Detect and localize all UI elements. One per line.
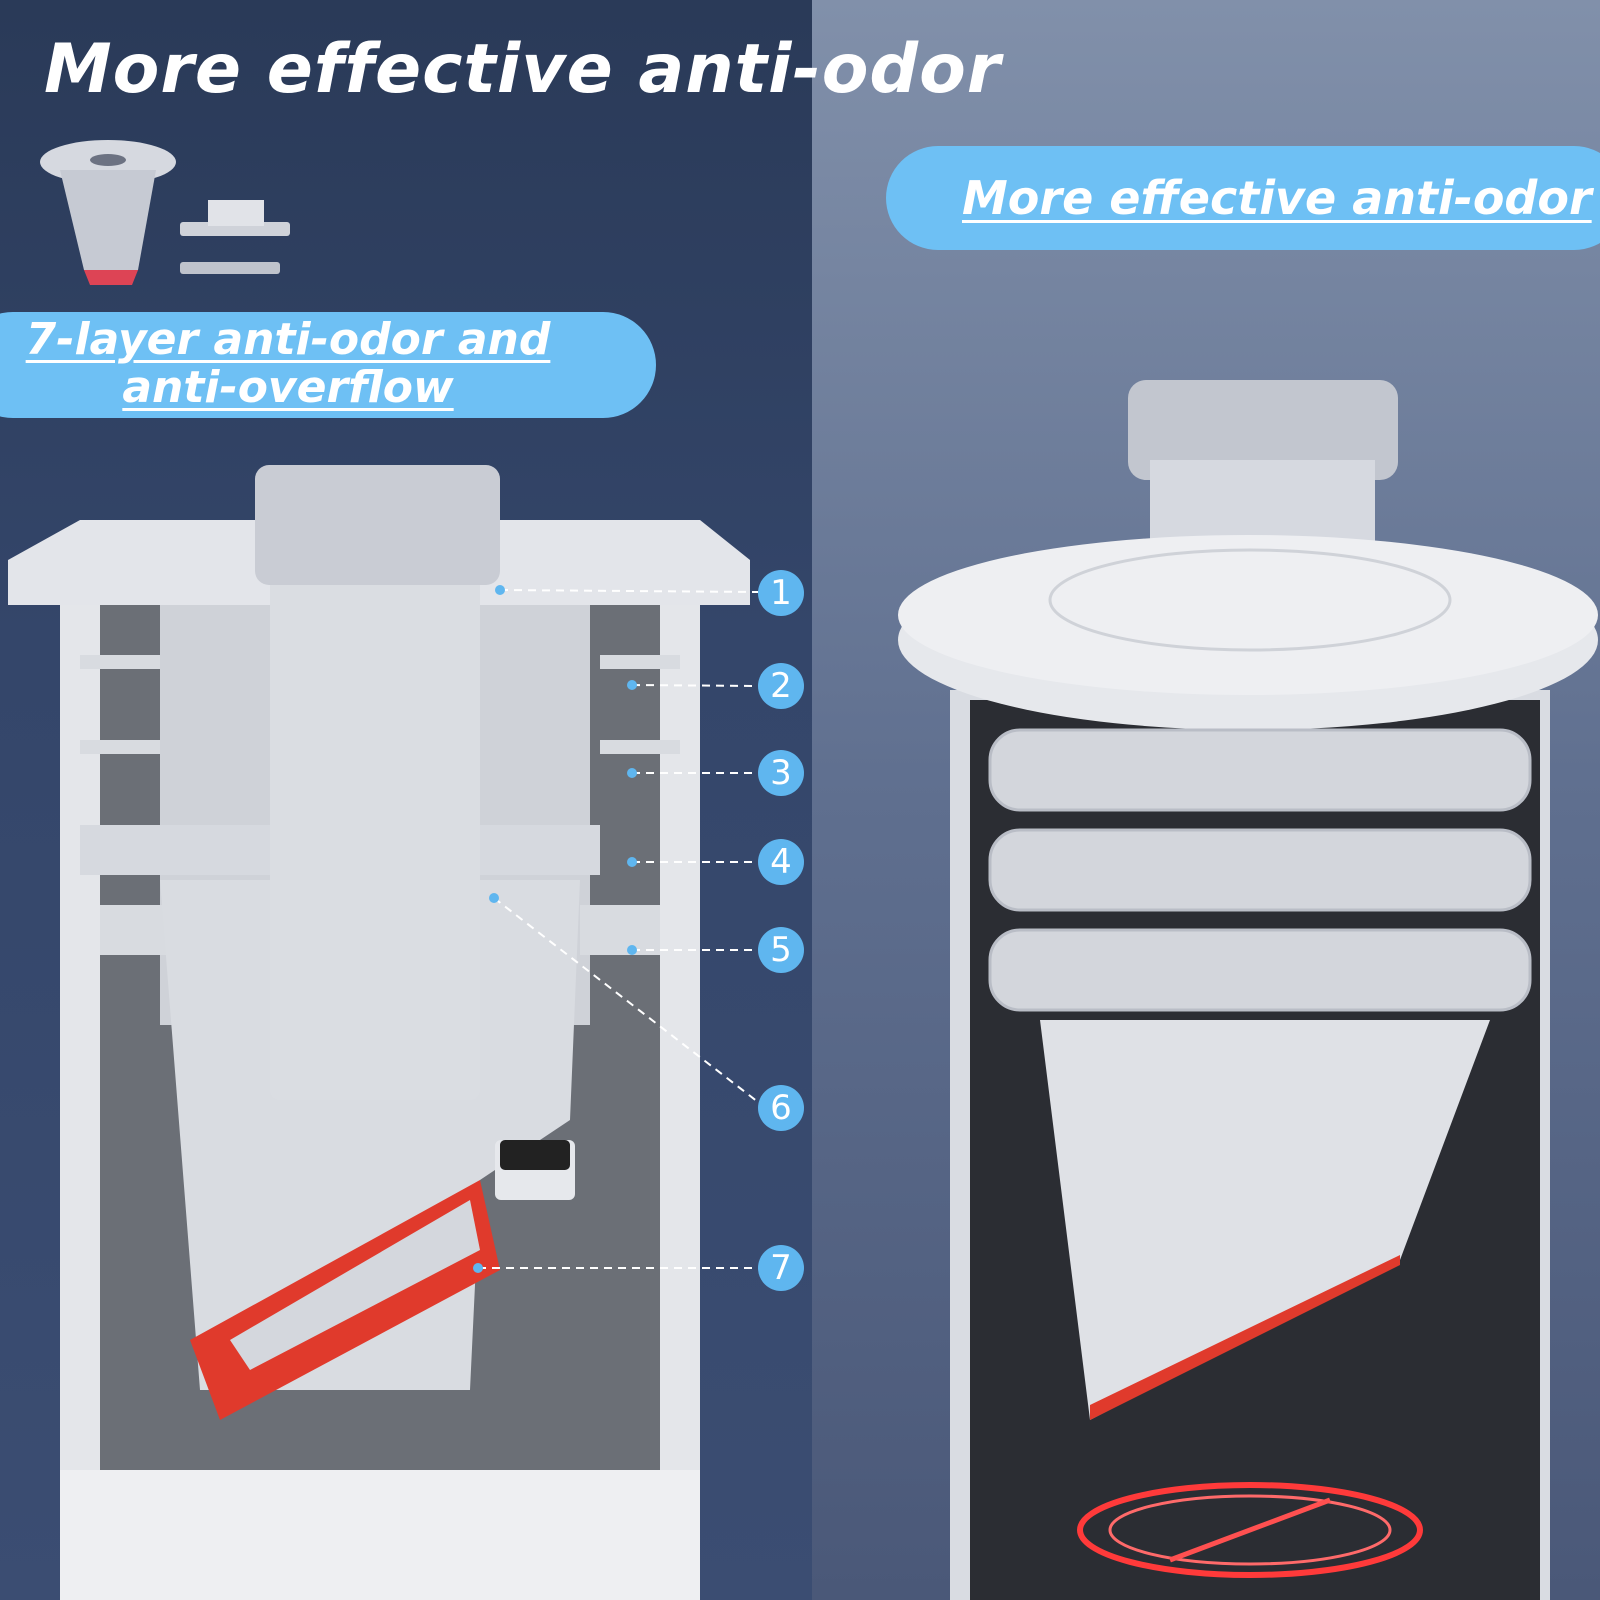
feature-badge-right: More effective anti-odor	[886, 146, 1600, 250]
callout-6: 6	[758, 1085, 804, 1131]
callout-2: 2	[758, 663, 804, 709]
feature-badge-left: 7-layer anti-odor and anti-overflow	[0, 312, 656, 418]
callout-5: 5	[758, 927, 804, 973]
callout-3: 3	[758, 750, 804, 796]
callout-leader-lines	[478, 589, 759, 1269]
product-thumbnail	[40, 140, 290, 285]
cutaway-diagram	[8, 465, 750, 1600]
feature-badge-line1: 7-layer anti-odor and	[25, 314, 551, 365]
product-installed-view	[898, 380, 1598, 1600]
feature-badge-line2: anti-overflow	[122, 362, 454, 413]
callout-7: 7	[758, 1245, 804, 1291]
callout-4: 4	[758, 839, 804, 885]
page-title: More effective anti-odor	[44, 30, 1002, 109]
callout-1: 1	[758, 570, 804, 616]
